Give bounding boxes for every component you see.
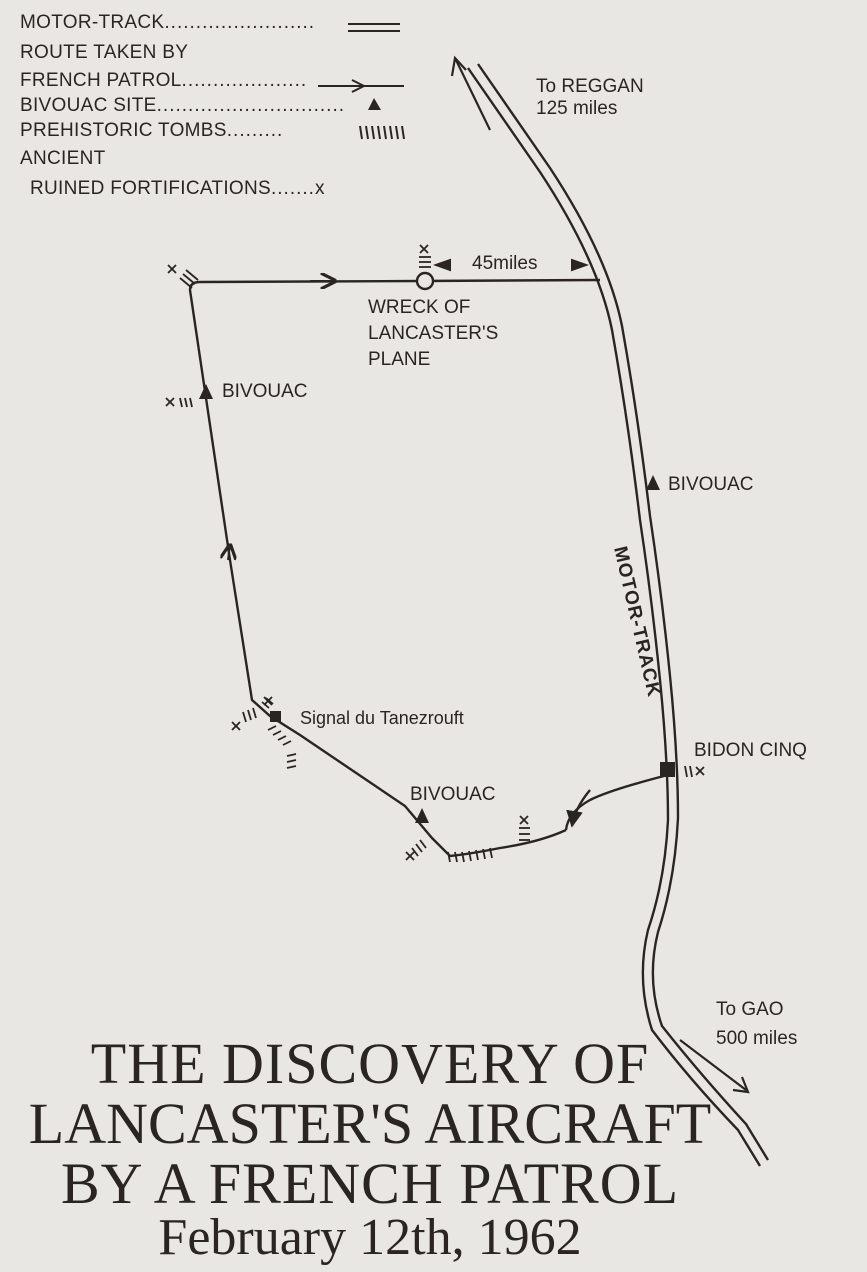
legend-tomb-hatch-icon: [359, 125, 405, 140]
legend-item: ANCIENT: [20, 148, 106, 169]
fortification-cross-icon: [165, 244, 705, 861]
bivouac-label: BIVOUAC: [222, 381, 308, 402]
route-arrow-icon: [228, 545, 230, 560]
north-arrow-icon: [450, 55, 491, 131]
wreck-site-icon: [415, 271, 435, 291]
title-line: LANCASTER'S AIRCRAFT: [28, 1091, 712, 1156]
legend-motor-track-symbol: [348, 23, 400, 32]
bidon-cinq-label: BIDON CINQ: [694, 740, 807, 761]
tomb-hatch-icon: [179, 256, 693, 863]
bivouac-label: BIVOUAC: [668, 474, 754, 495]
distance-label: 45miles: [472, 253, 537, 274]
bivouac-triangle-icon: [415, 808, 429, 823]
legend-item: FRENCH PATROL....................: [20, 70, 308, 91]
bivouac-label: BIVOUAC: [410, 784, 496, 805]
legend-item: RUINED FORTIFICATIONS.......x: [30, 178, 326, 199]
legend-item: ROUTE TAKEN BY: [20, 42, 189, 63]
title-date: February 12th, 1962: [158, 1209, 582, 1266]
signal-label: Signal du Tanezrouft: [300, 708, 464, 728]
distance-marker: [433, 258, 589, 272]
legend-patrol-route-symbol: [318, 79, 404, 93]
motor-track-label: MOTOR-TRACK: [609, 544, 664, 699]
bivouac-triangle-icon: [646, 475, 660, 490]
wreck-label: PLANE: [368, 349, 430, 370]
to-reggan-label: To REGGAN: [536, 76, 644, 97]
title-line: BY A FRENCH PATROL: [60, 1151, 680, 1216]
legend-bivouac-triangle-icon: [368, 98, 381, 110]
signal-station-icon: [270, 711, 281, 722]
bivouac-triangle-icon: [199, 384, 213, 399]
wreck-label: WRECK OF: [368, 297, 470, 318]
title-line: THE DISCOVERY OF: [90, 1031, 650, 1096]
wreck-label: LANCASTER'S: [368, 323, 498, 344]
motor-track: [467, 63, 770, 1167]
legend-item: PREHISTORIC TOMBS.........: [20, 120, 284, 141]
legend-item: BIVOUAC SITE............................…: [20, 95, 346, 116]
route-arrow-icon: [566, 789, 591, 828]
to-reggan-distance: 125 miles: [536, 98, 617, 119]
south-arrow-icon: [679, 1039, 750, 1094]
to-gao-label: To GAO: [716, 999, 784, 1020]
bidon-cinq-icon: [660, 762, 675, 777]
legend-item: MOTOR-TRACK........................: [20, 12, 316, 33]
to-gao-distance: 500 miles: [716, 1028, 797, 1049]
